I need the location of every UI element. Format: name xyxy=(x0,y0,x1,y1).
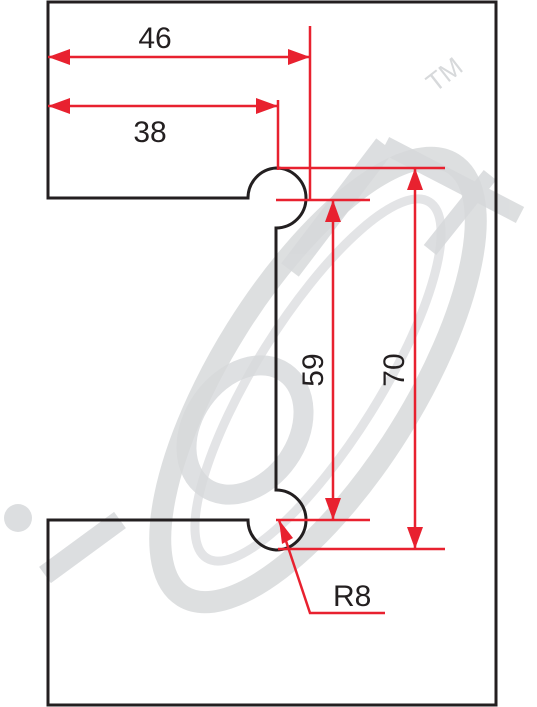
icon-watermark-logo: TM xyxy=(4,51,525,614)
dimension-r8: R8 xyxy=(277,519,385,615)
part-outline xyxy=(46,0,498,707)
dimension-70: 70 xyxy=(278,166,445,551)
dimension-label-59: 59 xyxy=(297,353,330,386)
dimension-label-r8: R8 xyxy=(333,580,371,613)
dimension-59: 59 xyxy=(276,198,370,522)
watermark-letter-o xyxy=(176,355,314,505)
watermark-ring-outer xyxy=(149,146,487,614)
watermark-ring-inner xyxy=(190,194,446,566)
dimension-46: 46 xyxy=(48,22,312,200)
watermark-letter-i xyxy=(4,504,126,584)
dimension-38: 38 xyxy=(48,98,280,170)
dimension-label-38: 38 xyxy=(133,116,166,149)
watermark-trademark: TM xyxy=(420,51,468,98)
dimension-label-70: 70 xyxy=(378,353,411,386)
dimension-label-46: 46 xyxy=(138,22,171,55)
